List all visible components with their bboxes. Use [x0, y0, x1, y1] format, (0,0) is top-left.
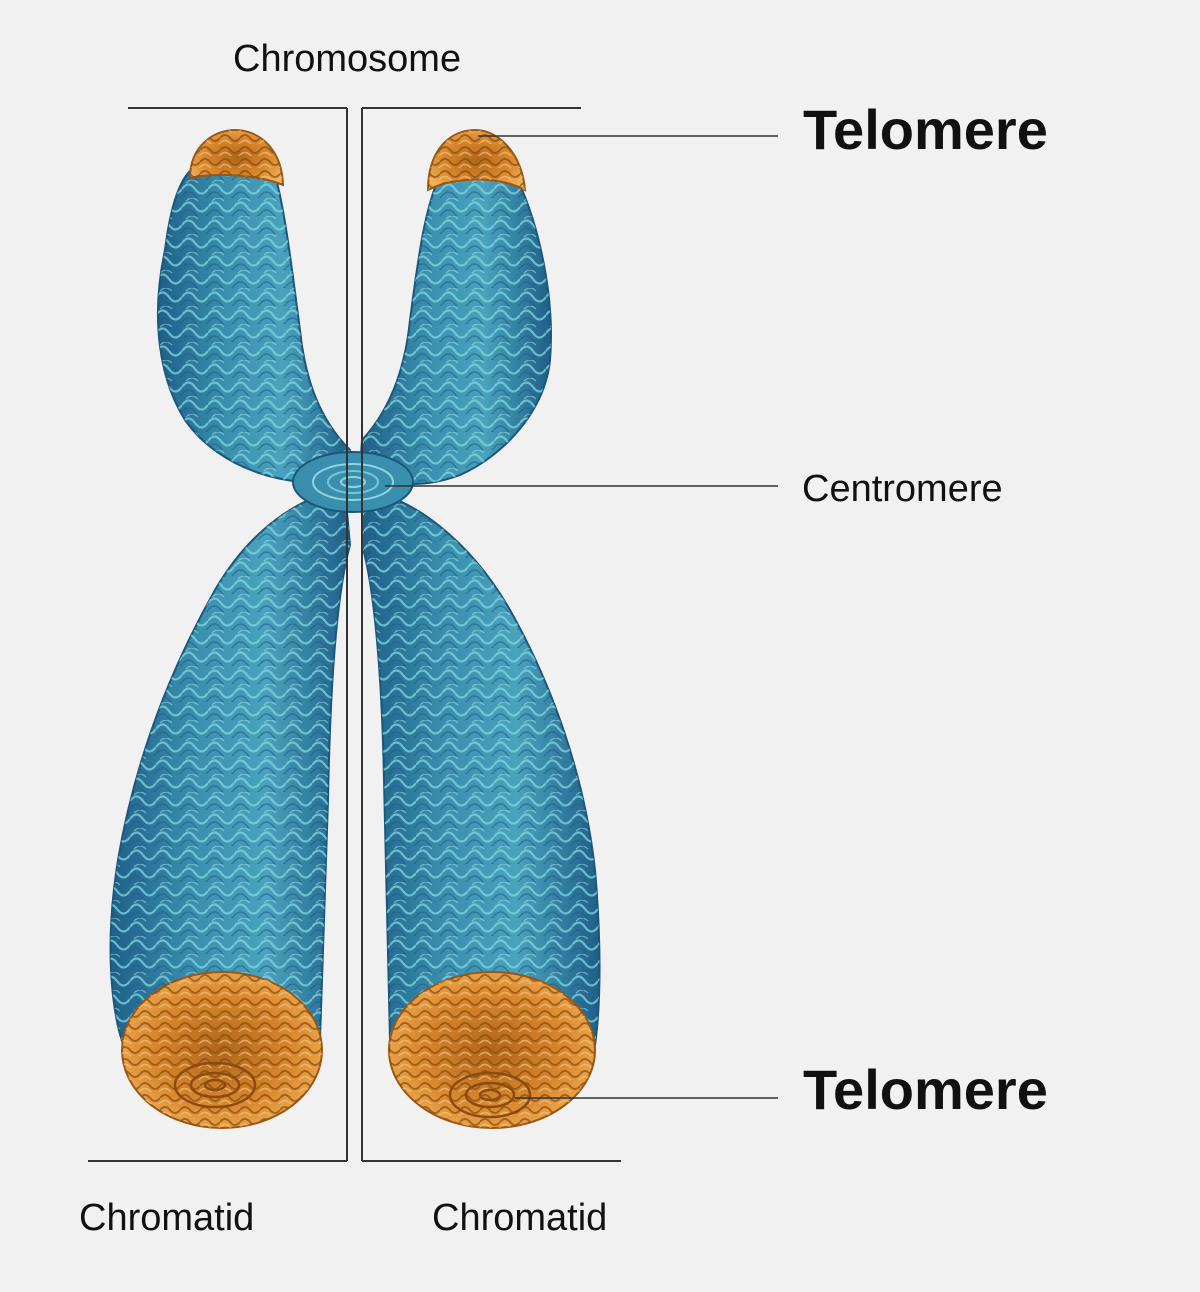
telomere-top-label: Telomere [803, 98, 1048, 161]
right-chromatid-lower-coils [362, 490, 600, 1045]
bracket-lines [88, 107, 621, 1162]
centromere-shape [292, 451, 414, 513]
chromatid-left-label: Chromatid [79, 1197, 255, 1239]
telomere-bottom-right [388, 971, 596, 1129]
telomere-bottom-left [121, 971, 323, 1129]
left-chromatid-lower-coils [110, 490, 350, 1050]
telomere-bottom-label: Telomere [803, 1058, 1048, 1121]
chromosome-label: Chromosome [233, 38, 462, 80]
leader-lines [385, 135, 778, 1099]
right-chromatid-upper-coils [360, 157, 551, 485]
chromatid-right-label: Chromatid [432, 1197, 608, 1239]
telomere-top-left [188, 128, 285, 187]
centromere-label: Centromere [802, 468, 1003, 510]
left-chromatid-upper-coils [157, 158, 350, 483]
telomere-top-right [426, 128, 527, 192]
